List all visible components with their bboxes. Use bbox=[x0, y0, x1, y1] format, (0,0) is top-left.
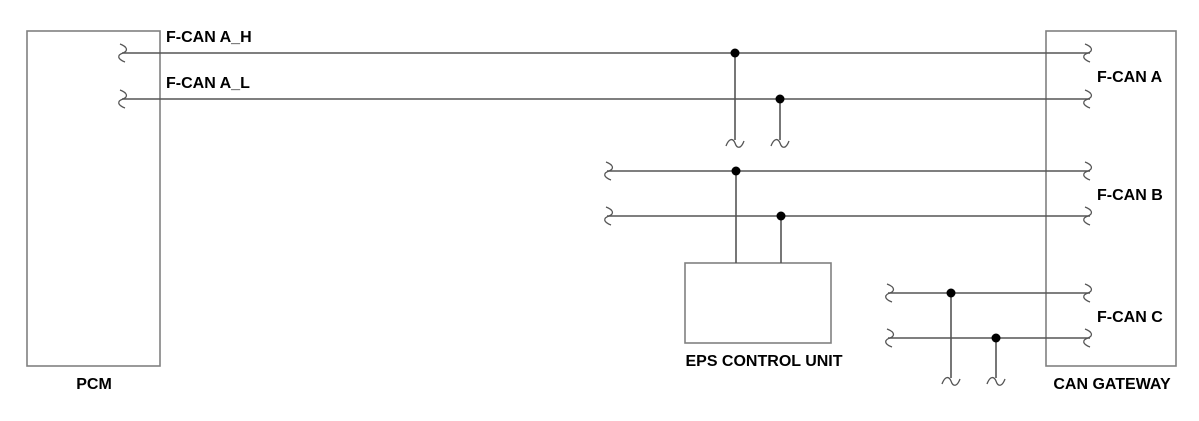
signal-label-f-can-a-h: F-CAN A_H bbox=[166, 29, 252, 46]
wire-break-symbols bbox=[118, 43, 1093, 386]
module-label-can-gateway: CAN GATEWAY bbox=[1053, 376, 1171, 393]
bus-label-f-can-b: F-CAN B bbox=[1097, 187, 1163, 204]
module-label-eps-control-unit: EPS CONTROL UNIT bbox=[685, 353, 842, 370]
splice-node-f-can-c-high bbox=[946, 288, 956, 298]
splice-node-f-can-c-low bbox=[991, 333, 1001, 343]
can-gateway-module bbox=[1045, 30, 1177, 367]
pcm-module bbox=[26, 30, 161, 367]
signal-label-f-can-a-l: F-CAN A_L bbox=[166, 75, 250, 92]
splice-node-f-can-b-high bbox=[731, 166, 741, 176]
splice-node-f-can-b-low bbox=[776, 211, 786, 221]
eps-control-unit-module bbox=[684, 262, 832, 344]
bus-label-f-can-a: F-CAN A bbox=[1097, 69, 1163, 86]
bus-label-f-can-c: F-CAN C bbox=[1097, 309, 1163, 326]
splice-node-f-can-a-l bbox=[775, 94, 785, 104]
module-label-pcm: PCM bbox=[76, 376, 112, 393]
splice-node-f-can-a-h bbox=[730, 48, 740, 58]
